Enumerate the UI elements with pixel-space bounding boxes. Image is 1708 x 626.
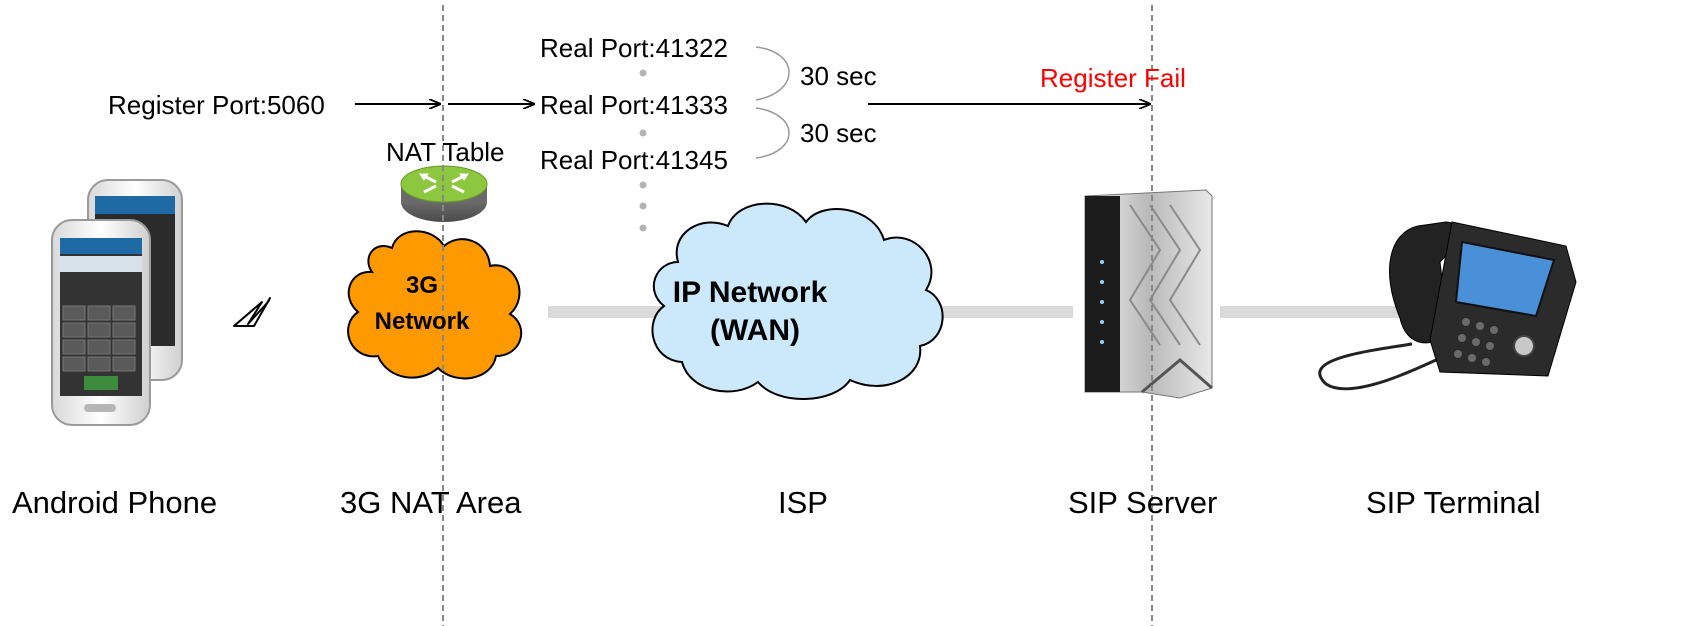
- register-port-label: Register Port:5060: [108, 90, 325, 120]
- section-3g-nat-area: 3G NAT Area: [340, 485, 522, 520]
- sip-server-device-icon: [1084, 189, 1213, 399]
- ip-cloud-line-2: (WAN): [710, 314, 800, 347]
- section-sip-server: SIP Server: [1068, 485, 1218, 520]
- 3g-cloud-line-2: Network: [374, 308, 470, 335]
- section-isp: ISP: [778, 485, 828, 520]
- ip-cloud-line-1: IP Network: [672, 276, 828, 309]
- 3g-cloud-icon: [347, 230, 523, 380]
- interval-brace-2: [755, 107, 790, 159]
- network-links: [548, 306, 1400, 318]
- interval-label-2: 30 sec: [800, 118, 877, 148]
- sip-phone-icon: [1318, 221, 1577, 391]
- link-3g-isp: [548, 306, 670, 318]
- real-port-3: Real Port:41345: [540, 145, 728, 175]
- real-port-1: Real Port:41322: [540, 33, 728, 63]
- link-server-terminal: [1220, 306, 1400, 318]
- wireless-signal-icon: [233, 297, 271, 327]
- interval-brace-1: [755, 46, 790, 101]
- real-port-2: Real Port:41333: [540, 90, 728, 120]
- 3g-cloud-line-1: 3G: [405, 272, 438, 299]
- nat-table-label: NAT Table: [386, 137, 505, 167]
- interval-label-1: 30 sec: [800, 61, 877, 91]
- android-phones-icon: [51, 179, 183, 426]
- section-android-phone: Android Phone: [12, 485, 218, 520]
- register-fail-label: Register Fail: [1040, 63, 1186, 93]
- section-sip-terminal: SIP Terminal: [1366, 485, 1541, 520]
- 3g-cloud-label: 3G Network: [362, 268, 482, 340]
- ip-cloud-label: IP Network (WAN): [650, 274, 850, 350]
- port-continuation-dots: [639, 69, 647, 232]
- ip-cloud-icon: [651, 202, 944, 400]
- router-icon: [400, 165, 488, 222]
- link-isp-server: [930, 306, 1073, 318]
